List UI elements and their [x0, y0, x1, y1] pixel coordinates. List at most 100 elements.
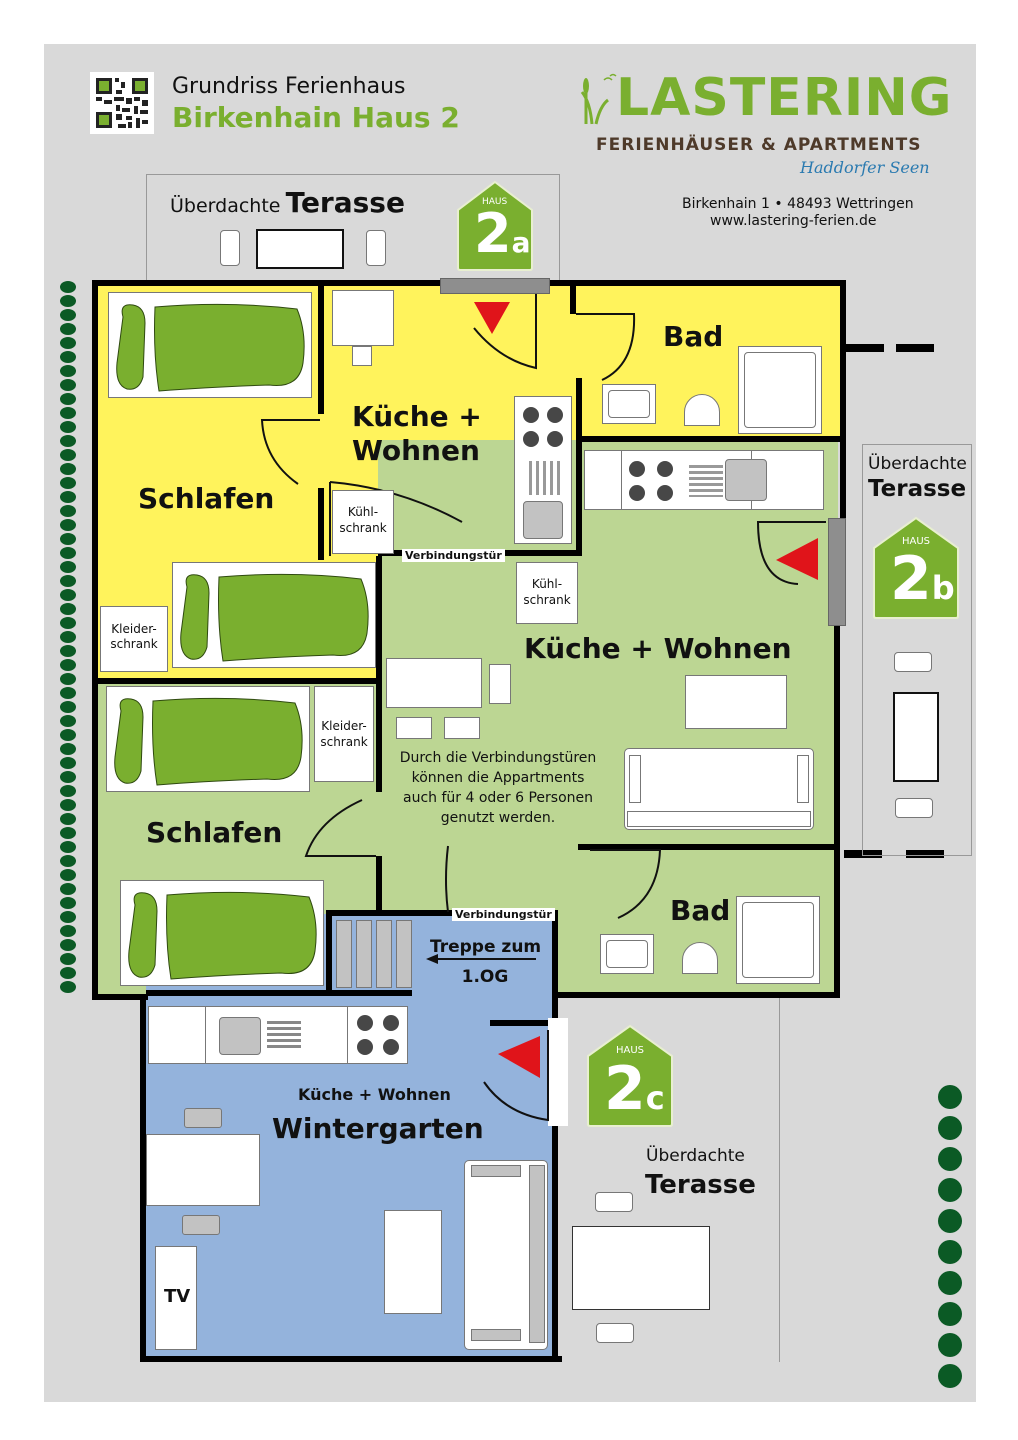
entrance-door-2a[interactable]: [440, 278, 550, 294]
room-label-kitchen-2b: Küche + Wohnen: [524, 632, 792, 665]
connecting-door-label: Verbindungstür: [402, 549, 505, 562]
room-label-kitchen-2c: Küche + Wohnen: [298, 1085, 451, 1104]
terrace-chair: [894, 652, 932, 672]
shower: [738, 346, 822, 434]
wall: [556, 992, 840, 998]
room-label-bath-2a: Bad: [663, 320, 724, 353]
house-tag-2b-number: 2b: [890, 544, 955, 614]
website[interactable]: www.lastering-ferien.de: [710, 213, 877, 229]
wall: [906, 850, 944, 858]
reed-icon: [580, 73, 617, 125]
sofa: [464, 1160, 548, 1350]
wall: [844, 850, 882, 858]
wall: [896, 344, 934, 352]
table: [146, 1134, 260, 1206]
chair: [352, 346, 372, 366]
hob-icon: [547, 407, 563, 423]
hob-icon: [523, 407, 539, 423]
house-tag-2b: [873, 516, 959, 619]
wall: [318, 284, 324, 414]
wall: [326, 910, 556, 916]
qr-code-icon: [90, 72, 154, 134]
entrance-door-2c[interactable]: [548, 1018, 568, 1126]
terrace-table: [256, 229, 344, 269]
chair: [182, 1215, 220, 1235]
kitchen-counter: [148, 1006, 408, 1064]
terrace-bottom-large: Terasse: [645, 1170, 756, 1200]
chair: [396, 717, 432, 739]
bed: [172, 562, 376, 668]
drainboard-icon: [689, 465, 723, 497]
terrace-bottom-small: Überdachte: [646, 1146, 745, 1166]
terrace-right-large: Terasse: [868, 476, 967, 502]
wardrobe: [100, 606, 168, 672]
chair: [489, 664, 511, 704]
hedge-right: [936, 1084, 966, 1394]
wall: [376, 856, 382, 912]
kitchen-counter: [514, 396, 572, 544]
fridge-label: Kühl-schrank: [523, 577, 571, 607]
terrace-chair: [220, 230, 240, 266]
logo-text: LASTERING: [616, 68, 953, 128]
house-tag-2c-haus: HAUS: [616, 1045, 645, 1056]
room-label-kitchen-2a: Küche +Wohnen: [352, 400, 482, 467]
terrace-top-label: Überdachte Terasse: [170, 186, 405, 219]
bed-icon: [128, 891, 317, 980]
title-line2: Birkenhain Haus 2: [172, 101, 460, 134]
hob-icon: [357, 1039, 373, 1055]
wall: [840, 280, 846, 520]
wardrobe-label: Kleider-schrank: [320, 719, 368, 749]
wall: [576, 378, 582, 554]
hedge-icon: [60, 281, 76, 993]
hedge-left: [58, 278, 78, 998]
sink-icon: [725, 459, 767, 501]
house-tag-2a-haus: HAUS: [482, 197, 508, 207]
wall: [498, 550, 582, 556]
tv-label: TV: [164, 1286, 191, 1307]
chair: [184, 1108, 222, 1128]
house-tag-2a-number: 2a: [474, 202, 531, 265]
room-label-bath-2b: Bad: [670, 894, 731, 927]
terrace-right: [862, 444, 972, 856]
hob-icon: [523, 431, 539, 447]
house-tag-2c: [587, 1024, 673, 1127]
entrance-door-2b[interactable]: [828, 518, 846, 626]
stairs[interactable]: [334, 918, 416, 990]
wardrobe: [314, 686, 374, 782]
shower: [736, 896, 820, 984]
house-tag-2b-haus: HAUS: [902, 536, 931, 547]
connecting-door-label: Verbindungstür: [452, 908, 555, 921]
hob-icon: [383, 1039, 399, 1055]
sofa: [624, 748, 814, 830]
toilet: [684, 394, 720, 426]
toilet: [682, 942, 718, 974]
house-tag-2c-number: 2c: [604, 1054, 665, 1124]
bed-icon: [180, 573, 369, 662]
kitchen-counter: [584, 450, 824, 510]
fridge-label: Kühl-schrank: [339, 505, 387, 535]
bed: [108, 292, 312, 398]
chair: [444, 717, 480, 739]
sink-icon: [219, 1017, 261, 1055]
fridge: [516, 562, 578, 624]
brand-subtitle: FERIENHÄUSER & APARTMENTS: [596, 135, 922, 155]
hedge-icon: [938, 1085, 962, 1388]
table: [332, 290, 394, 346]
terrace-chair: [895, 798, 933, 818]
apartment-note: Durch die Verbindungstüren können die Ap…: [399, 750, 597, 826]
bed-icon: [116, 303, 305, 392]
wall: [578, 844, 838, 850]
wall: [140, 994, 146, 1360]
brand-logo: LASTERING: [578, 68, 951, 128]
wall: [552, 910, 558, 1020]
address: Birkenhain 1 • 48493 Wettringen: [682, 196, 914, 212]
wall: [376, 556, 382, 792]
wall: [146, 990, 412, 996]
wall: [140, 1356, 562, 1362]
terrace-chair: [366, 230, 386, 266]
wardrobe-label: Kleider-schrank: [110, 622, 158, 651]
wall: [318, 488, 324, 560]
wall: [96, 678, 380, 684]
